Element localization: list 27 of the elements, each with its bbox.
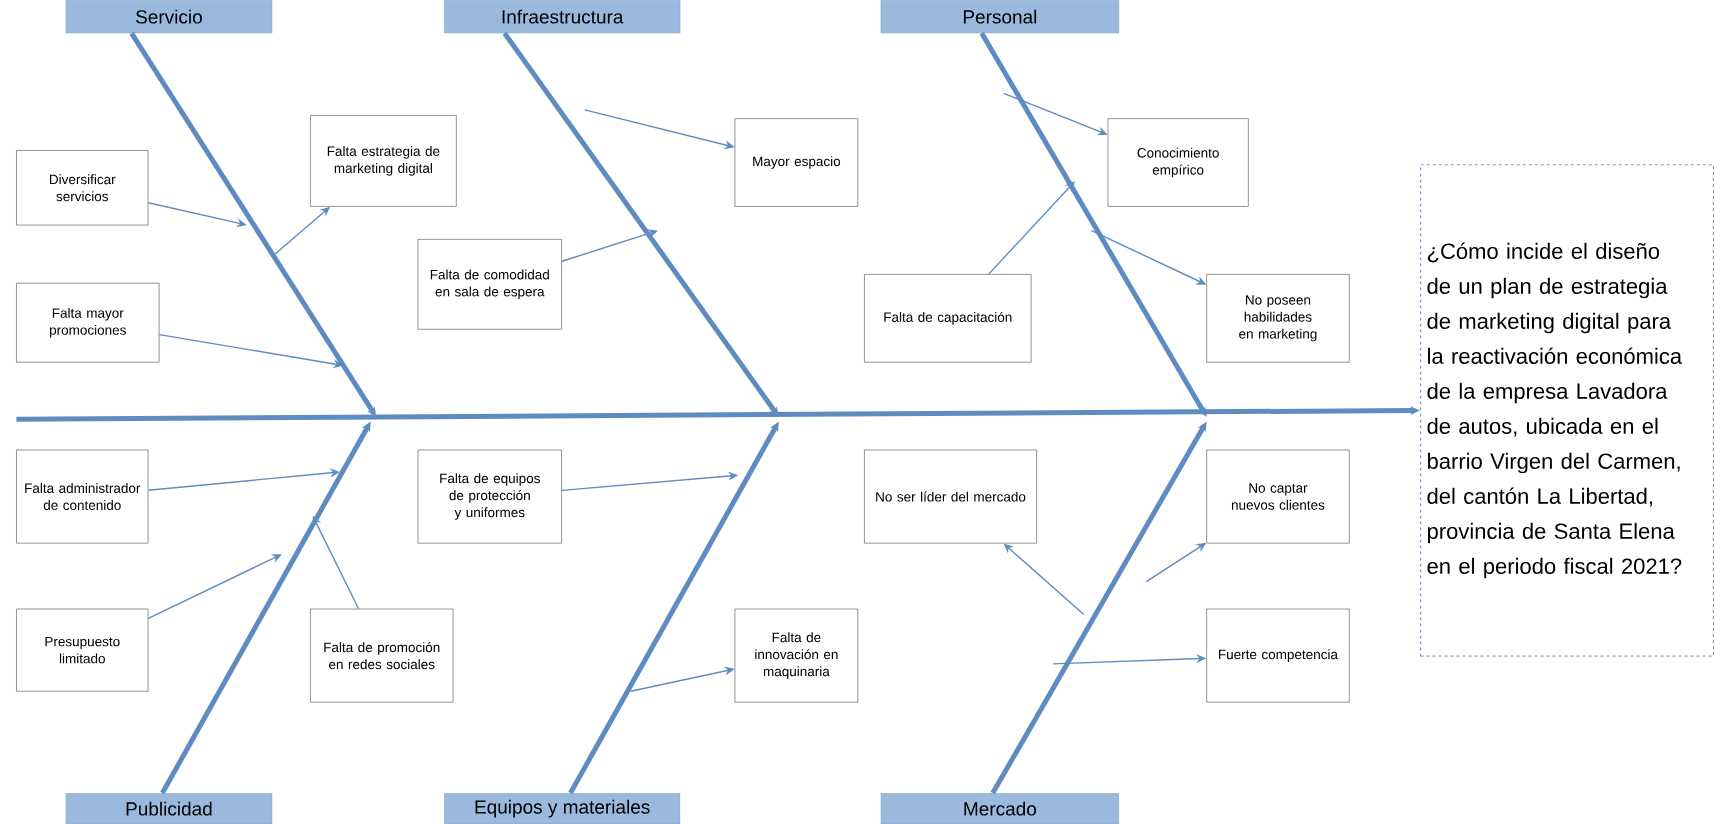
category-box: Equipos y materiales — [444, 793, 681, 824]
cause-box: Falta estrategia de marketing digital — [310, 115, 457, 207]
cause-box: No captar nuevos clientes — [1206, 449, 1350, 544]
cause-box: Falta administrador de contenido — [16, 449, 149, 544]
cause-box: Falta mayor promociones — [16, 282, 160, 363]
problem-box: ¿Cómo incide el diseño de un plan de estrategia de marketing digital para la reactivación económica de la empresa Lavadora de autos, ubicada en el barrio Virgen del Carmen, del cantón La Libertad, provincia de Santa Elena en el periodo fiscal 2021? — [1419, 164, 1715, 657]
cause-box: Falta de comodidad en sala de espera — [417, 239, 562, 330]
category-box: Servicio — [65, 0, 273, 34]
bone-arrow — [979, 32, 1207, 417]
cause-box: No ser líder del mercado — [864, 449, 1037, 544]
cause-box: Falta de equipos de protección y uniformes — [417, 449, 562, 544]
category-box: Publicidad — [65, 793, 273, 824]
bone-arrow — [502, 31, 779, 417]
cause-box: No poseen habilidades en marketing — [1206, 274, 1350, 363]
cause-box: Falta de innovación en maquinaria — [734, 608, 859, 703]
cause-box: Falta de promoción en redes sociales — [310, 608, 454, 703]
cause-box: Presupuesto limitado — [16, 608, 149, 692]
cause-box: Mayor espacio — [734, 118, 859, 207]
category-box: Personal — [880, 0, 1120, 34]
arrow — [988, 181, 1075, 275]
cause-box: Diversificar servicios — [16, 150, 149, 226]
category-box: Infraestructura — [444, 0, 681, 34]
category-box: Mercado — [880, 793, 1120, 824]
cause-box: Falta de capacitación — [864, 274, 1032, 363]
arrow — [147, 554, 282, 620]
cause-box: Conocimiento empírico — [1107, 118, 1249, 207]
cause-box: Fuerte competencia — [1206, 608, 1350, 703]
